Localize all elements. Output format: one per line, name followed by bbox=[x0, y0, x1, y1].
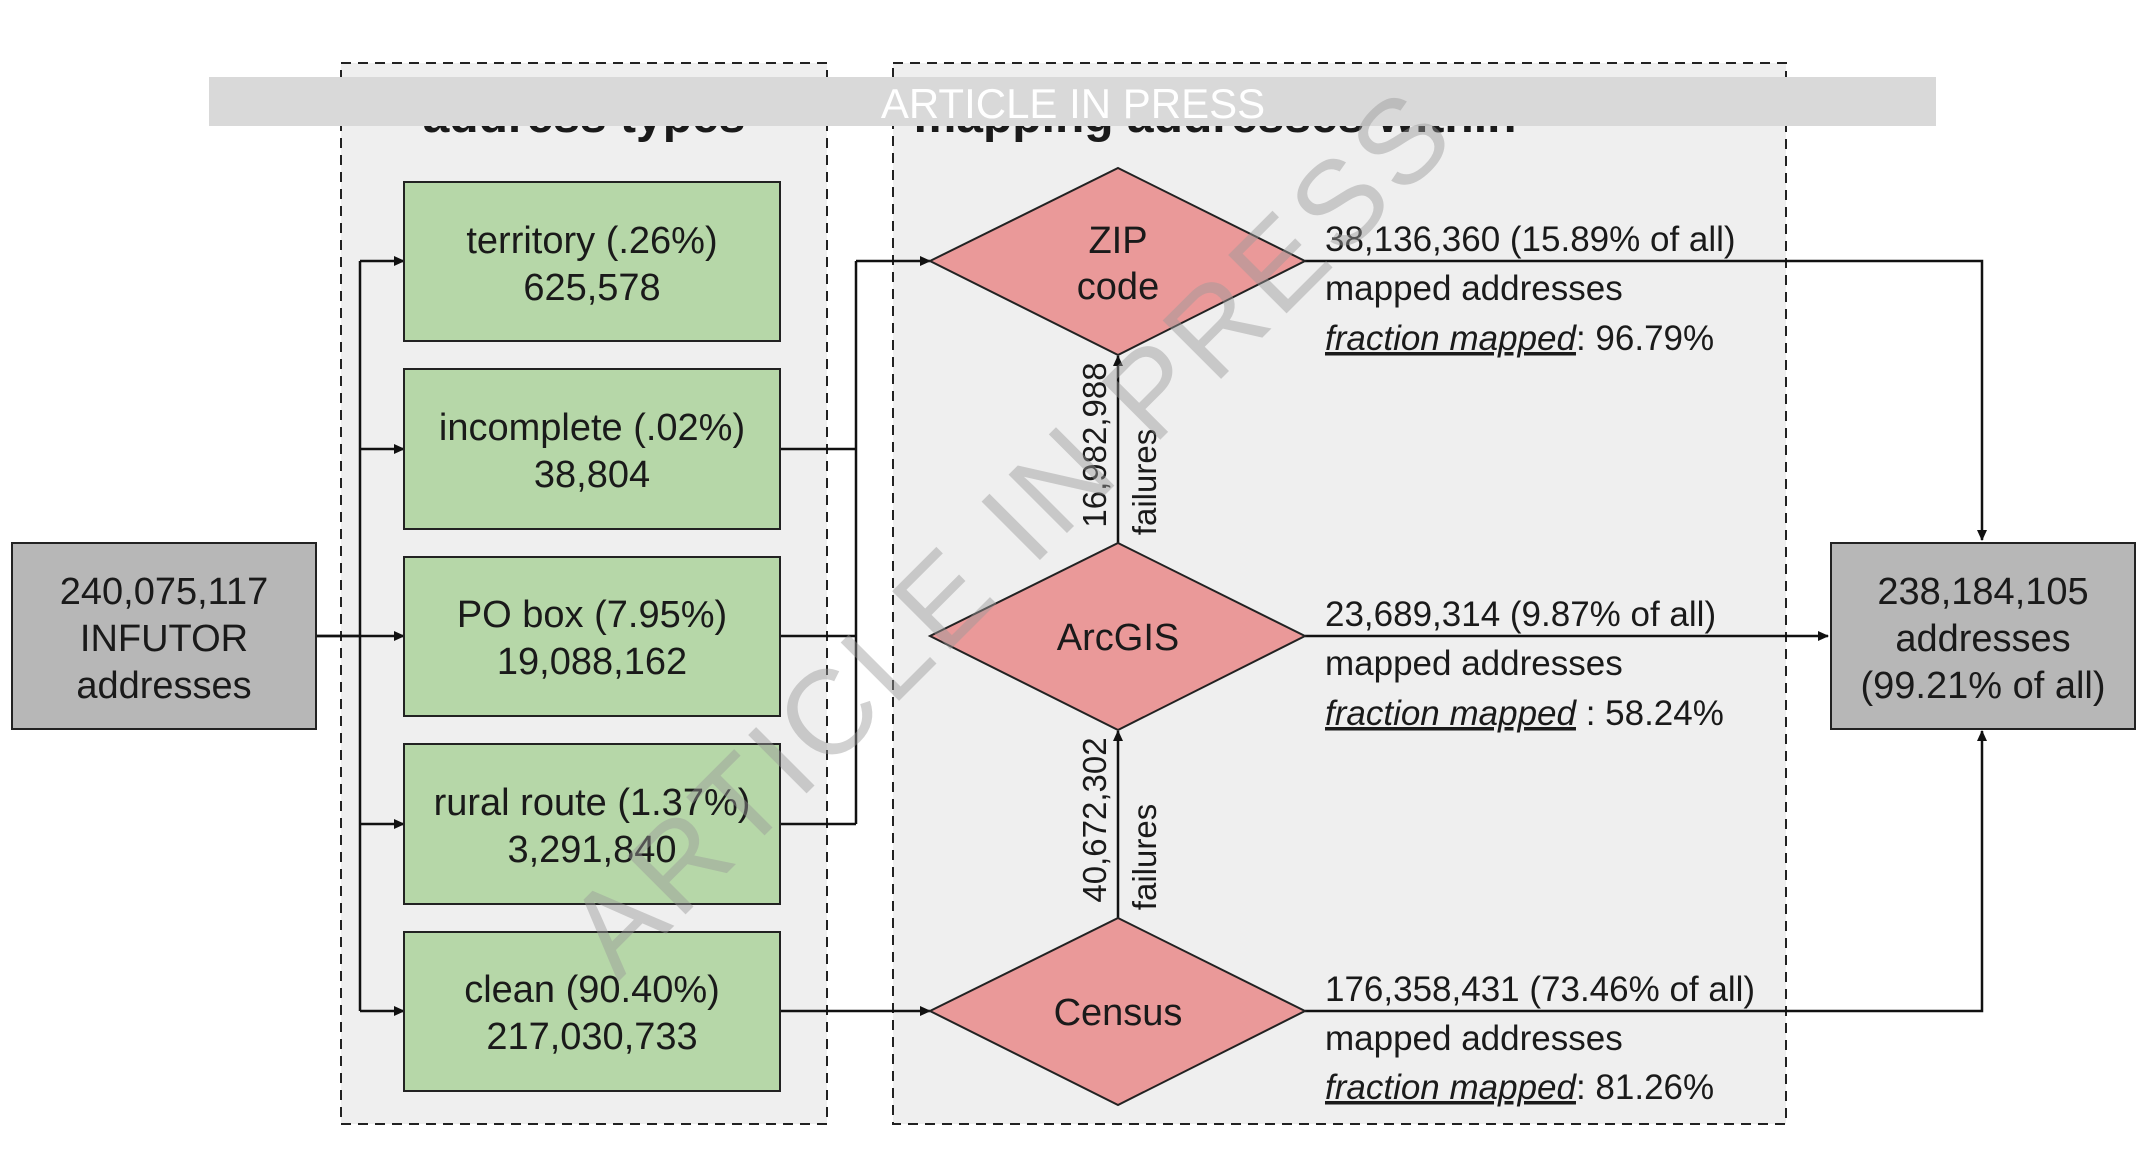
output-unit: addresses bbox=[1895, 618, 2070, 660]
zip-code-diamond: ZIP code bbox=[927, 166, 1308, 357]
type-box-rural-route: rural route (1.37%) 3,291,840 bbox=[403, 743, 781, 905]
arcgis-result: 23,689,314 (9.87% of all) mapped address… bbox=[1325, 595, 1724, 733]
type-box-clean: clean (90.40%) 217,030,733 bbox=[403, 931, 781, 1092]
zip-mapped-count: 38,136,360 (15.89% of all) bbox=[1325, 220, 1736, 259]
type-name: clean (90.40%) bbox=[464, 969, 720, 1011]
type-name: incomplete (.02%) bbox=[439, 407, 745, 449]
arcgis-diamond: ArcGIS bbox=[927, 541, 1308, 732]
type-name: PO box (7.95%) bbox=[457, 594, 727, 636]
banner-text: ARTICLE IN PRESS bbox=[881, 80, 1265, 127]
fraction-mapped-label: fraction mapped bbox=[1325, 1068, 1578, 1107]
type-count: 625,578 bbox=[523, 267, 660, 309]
output-count: 238,184,105 bbox=[1877, 571, 2088, 613]
zip-label-line2: code bbox=[1077, 266, 1159, 308]
fraction-mapped-value: : 81.26% bbox=[1576, 1068, 1714, 1107]
census-fraction: fraction mapped: 81.26% bbox=[1325, 1068, 1714, 1107]
census-mapped-count: 176,358,431 (73.46% of all) bbox=[1325, 970, 1755, 1009]
census-arcgis-failure-label: failures bbox=[1126, 804, 1163, 910]
type-box-incomplete: incomplete (.02%) 38,804 bbox=[403, 368, 781, 530]
zip-to-output-line bbox=[1305, 259, 1987, 541]
census-result: 176,358,431 (73.46% of all) mapped addre… bbox=[1325, 970, 1755, 1107]
arcgis-zip-failure-count: 16,982,988 bbox=[1076, 362, 1113, 527]
article-in-press-banner bbox=[209, 77, 1936, 126]
type-count: 3,291,840 bbox=[507, 829, 676, 871]
zip-label-line1: ZIP bbox=[1088, 220, 1147, 262]
type-count: 38,804 bbox=[534, 454, 650, 496]
source-box bbox=[11, 542, 317, 730]
zip-result: 38,136,360 (15.89% of all) mapped addres… bbox=[1325, 220, 1736, 358]
type-count: 217,030,733 bbox=[486, 1016, 697, 1058]
output-share: (99.21% of all) bbox=[1860, 665, 2105, 707]
type-name: territory (.26%) bbox=[466, 220, 717, 262]
output-box bbox=[1830, 542, 2136, 730]
census-diamond: Census bbox=[927, 916, 1308, 1107]
fraction-mapped-label: fraction mapped bbox=[1325, 319, 1578, 358]
census-mapped-label: mapped addresses bbox=[1325, 1019, 1623, 1058]
type-box-territory: territory (.26%) 625,578 bbox=[403, 181, 781, 342]
fraction-mapped-label: fraction mapped bbox=[1325, 694, 1578, 733]
arcgis-label: ArcGIS bbox=[1057, 617, 1179, 659]
arcgis-mapped-label: mapped addresses bbox=[1325, 644, 1623, 683]
zip-mapped-label: mapped addresses bbox=[1325, 269, 1623, 308]
arcgis-mapped-count: 23,689,314 (9.87% of all) bbox=[1325, 595, 1716, 634]
census-label: Census bbox=[1054, 992, 1183, 1034]
source-unit: addresses bbox=[76, 665, 251, 707]
type-box-pobox: PO box (7.95%) 19,088,162 bbox=[403, 556, 781, 717]
arcgis-zip-failure-label: failures bbox=[1126, 429, 1163, 535]
type-name: rural route (1.37%) bbox=[434, 782, 751, 824]
arcgis-fraction: fraction mapped : 58.24% bbox=[1325, 694, 1724, 733]
zip-fraction: fraction mapped: 96.79% bbox=[1325, 319, 1714, 358]
source-name: INFUTOR bbox=[80, 618, 248, 660]
source-count: 240,075,117 bbox=[60, 571, 269, 613]
census-to-output-line bbox=[1305, 730, 1987, 1013]
type-count: 19,088,162 bbox=[497, 641, 687, 683]
fraction-mapped-value: : 96.79% bbox=[1576, 319, 1714, 358]
census-arcgis-failure-count: 40,672,302 bbox=[1076, 737, 1113, 902]
fraction-mapped-value: : 58.24% bbox=[1576, 694, 1724, 733]
